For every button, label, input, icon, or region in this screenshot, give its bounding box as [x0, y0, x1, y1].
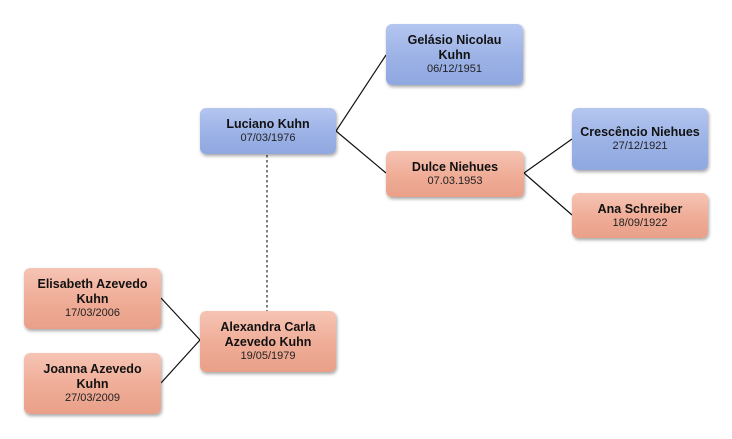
line-alexandra-joanna [160, 339, 201, 384]
person-date: 07/03/1976 [240, 132, 296, 144]
person-name: Dulce Niehues [411, 160, 499, 174]
person-name: Elisabeth Azevedo Kuhn [37, 277, 148, 306]
person-card-gelasio[interactable]: Gelásio Nicolau Kuhn 06/12/1951 [386, 24, 523, 85]
person-name: Gelásio Nicolau Kuhn [407, 33, 502, 62]
person-date: 06/12/1951 [426, 63, 483, 75]
line-luciano-gelasio [335, 54, 387, 132]
person-date: 19/05/1979 [240, 350, 296, 362]
line-alexandra-elisabeth [160, 297, 201, 341]
person-name: Luciano Kuhn [226, 117, 310, 131]
person-name: Joanna Azevedo Kuhn [43, 362, 142, 391]
line-luciano-dulce [335, 130, 387, 174]
person-card-alexandra[interactable]: Alexandra Carla Azevedo Kuhn 19/05/1979 [200, 311, 336, 372]
person-date: 17/03/2006 [64, 307, 121, 319]
line-dulce-crescencio [523, 138, 573, 174]
line-dulce-ana [523, 172, 573, 216]
person-card-joanna[interactable]: Joanna Azevedo Kuhn 27/03/2009 [24, 353, 161, 414]
person-card-dulce[interactable]: Dulce Niehues 07.03.1953 [386, 151, 524, 197]
person-name: Alexandra Carla Azevedo Kuhn [220, 320, 316, 349]
person-date: 27/03/2009 [64, 392, 121, 404]
person-card-elisabeth[interactable]: Elisabeth Azevedo Kuhn 17/03/2006 [24, 268, 161, 329]
person-card-ana[interactable]: Ana Schreiber 18/09/1922 [572, 193, 708, 238]
person-date: 07.03.1953 [427, 175, 483, 187]
person-name: Ana Schreiber [597, 201, 683, 216]
person-date: 18/09/1922 [612, 216, 668, 229]
person-date: 27/12/1921 [612, 140, 668, 152]
person-card-luciano[interactable]: Luciano Kuhn 07/03/1976 [200, 108, 336, 154]
person-name: Crescêncio Niehues [580, 125, 700, 139]
person-card-crescencio[interactable]: Crescêncio Niehues 27/12/1921 [572, 108, 708, 170]
